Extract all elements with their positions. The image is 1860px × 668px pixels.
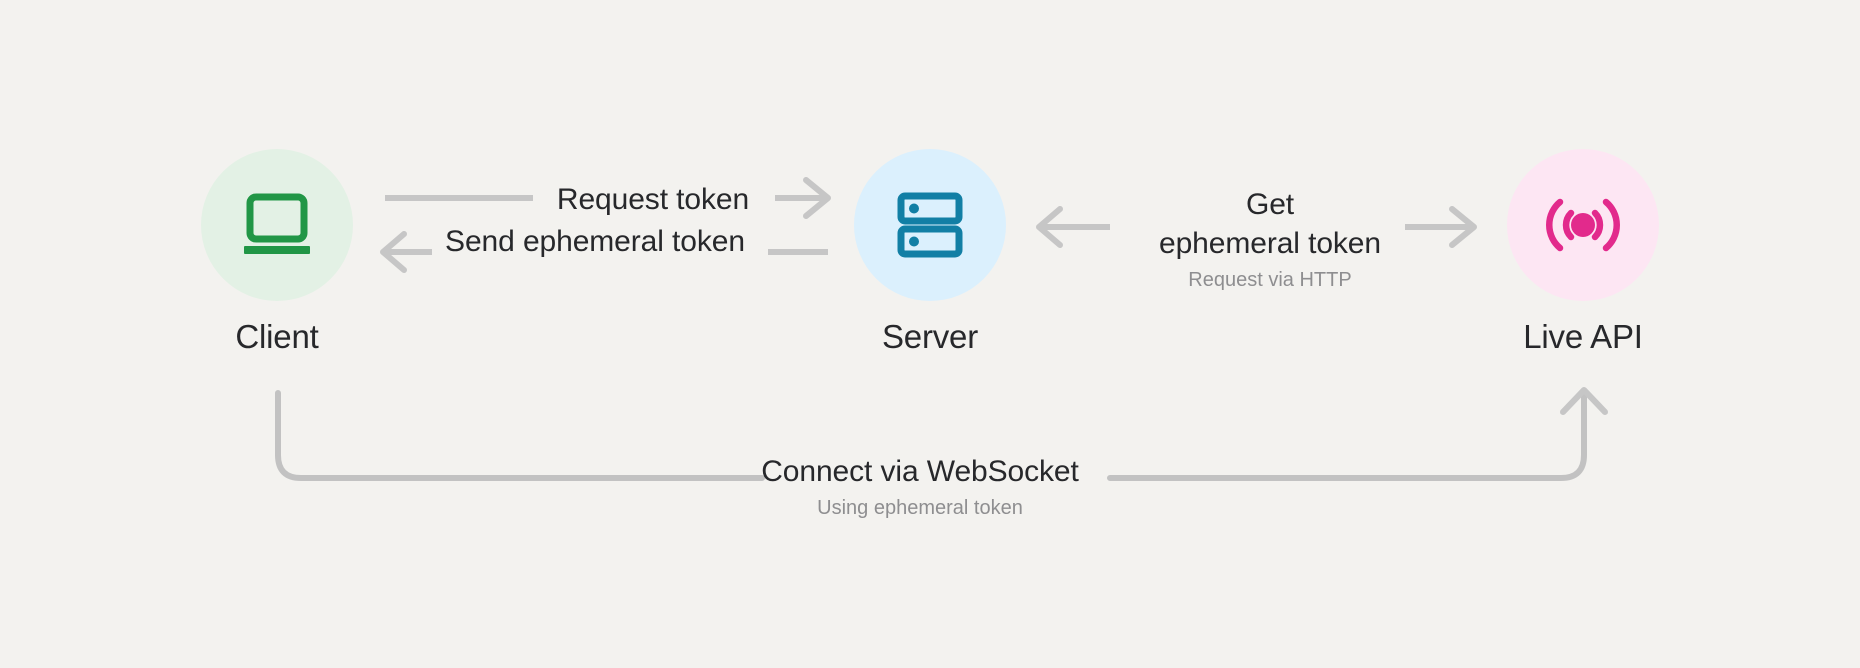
get-token-arrow-left [1036,206,1110,248]
node-server[interactable]: Server [852,149,1008,357]
server-rack-icon [897,192,963,258]
node-client[interactable]: Client [199,149,355,357]
connect-websocket-sublabel: Using ephemeral token [817,497,1023,519]
live-api-circle [1507,149,1659,301]
broadcast-icon [1546,198,1620,252]
server-circle [854,149,1006,301]
websocket-arrowhead [1560,387,1608,415]
connect-websocket-text: Connect via WebSocket [761,455,1079,488]
websocket-path-left [275,390,765,481]
request-token-text: Request token [556,183,750,216]
edge-label-request-token: Request token [548,180,758,219]
get-token-text-line1: Get [1245,188,1295,221]
node-client-label: Client [235,318,319,355]
edge-label-connect-websocket: Connect via WebSocket Using ephemeral to… [710,452,1130,522]
websocket-path-right [1107,389,1587,481]
request-token-arrow-right [775,177,831,219]
send-token-arrow-left [380,231,432,273]
get-token-text-line2: ephemeral token [1159,227,1381,260]
node-live-api-label: Live API [1523,318,1643,355]
get-token-sublabel: Request via HTTP [1188,269,1352,291]
get-token-arrow-right [1405,206,1477,248]
client-circle [201,149,353,301]
node-server-label: Server [882,318,978,355]
edge-label-get-ephemeral-token: Get ephemeral token Request via HTTP [1140,185,1400,294]
send-ephemeral-token-text: Send ephemeral token [445,225,745,258]
edge-label-send-ephemeral-token: Send ephemeral token [435,222,755,261]
node-live-api[interactable]: Live API [1505,149,1661,357]
laptop-icon [244,193,310,254]
